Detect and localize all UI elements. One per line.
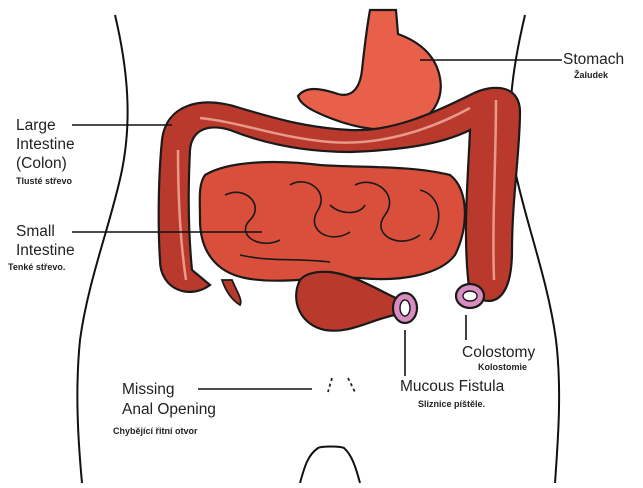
anal-opening-mark-left <box>328 378 332 392</box>
label-large-intestine-line1: Large <box>16 116 56 135</box>
label-large-intestine-line3: (Colon) <box>16 154 67 173</box>
body-outline-left <box>77 15 127 483</box>
label-colostomy-cz: Kolostomie <box>478 362 527 373</box>
legs-outline <box>300 447 360 484</box>
label-large-intestine-cz: Tlusté střevo <box>16 176 72 187</box>
label-small-intestine-line2: Intestine <box>16 241 75 260</box>
label-small-intestine-cz: Tenké střevo. <box>8 262 65 273</box>
small-intestine <box>200 162 465 281</box>
label-small-intestine-line1: Small <box>16 222 55 241</box>
label-mucous-fistula-cz: Sliznice píštěle. <box>418 399 485 410</box>
label-mucous-fistula: Mucous Fistula <box>400 377 504 396</box>
label-missing-anal-opening-line2: Anal Opening <box>122 400 216 419</box>
colostomy-lumen <box>463 291 477 301</box>
anal-opening-mark-right <box>348 378 355 392</box>
appendix <box>222 280 241 305</box>
stomach <box>298 10 441 130</box>
label-missing-anal-opening-cz: Chybějící řitní otvor <box>113 426 198 437</box>
label-colostomy: Colostomy <box>462 343 535 362</box>
sigmoid-loop <box>296 272 400 331</box>
label-stomach: Stomach <box>563 50 624 69</box>
label-missing-anal-opening-line1: Missing <box>122 380 175 399</box>
label-large-intestine-line2: Intestine <box>16 135 75 154</box>
body-outline-right <box>510 15 559 483</box>
mucous-fistula-lumen <box>400 300 410 316</box>
label-stomach-cz: Žaludek <box>574 70 608 81</box>
